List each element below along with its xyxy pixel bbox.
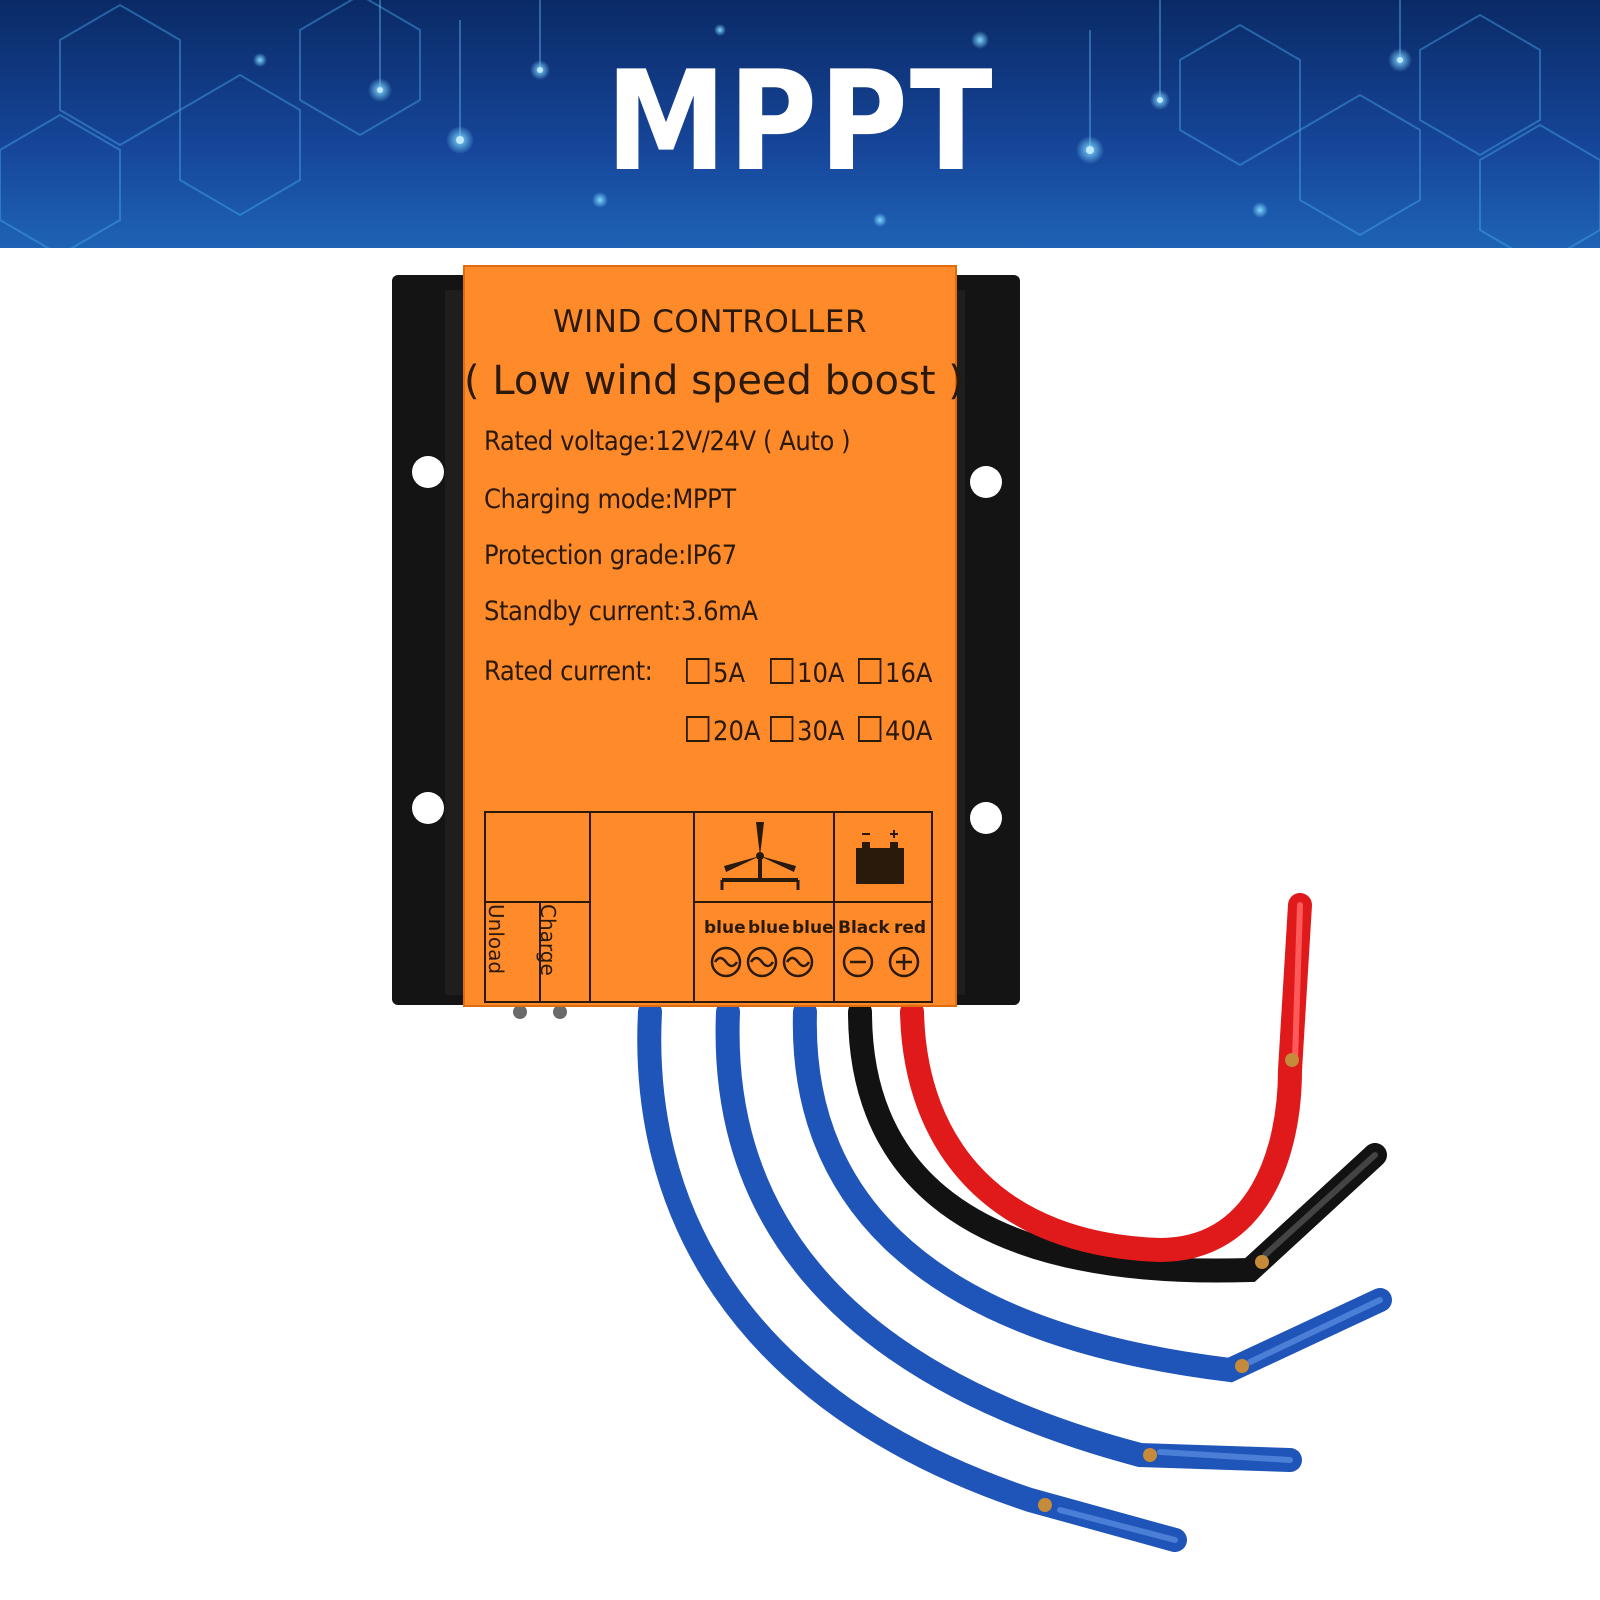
wire-blue-2 — [715, 1000, 1302, 1472]
indicator-charge: Charge — [536, 904, 560, 976]
spec-rated-voltage: Rated voltage:12V/24V ( Auto ) — [484, 426, 851, 457]
banner-title: MPPT — [605, 41, 995, 202]
checkbox-icon — [770, 716, 794, 742]
checkbox-icon — [686, 716, 710, 742]
ac-symbol-icon — [746, 946, 778, 978]
wind-turbine-icon — [720, 822, 800, 890]
rated-current-option: 10A — [770, 658, 845, 689]
plus-terminal-icon — [888, 946, 920, 978]
controller-subtitle: ( Low wind speed boost ) — [464, 358, 964, 404]
wire-label-red: red — [894, 918, 927, 938]
banner: MPPT — [0, 0, 1600, 248]
ac-symbol-icon — [710, 946, 742, 978]
wire-red — [900, 893, 1312, 1263]
wire-blue-3 — [792, 1000, 1392, 1383]
checkbox-icon — [858, 716, 882, 742]
rated-current-option: 30A — [770, 716, 845, 747]
wire-label-blue: blue — [792, 918, 834, 938]
indicator-unload: Unload — [484, 904, 508, 975]
rated-current-option: 40A — [858, 716, 933, 747]
checkbox-icon — [686, 658, 710, 684]
spec-charging-mode: Charging mode:MPPT — [484, 484, 736, 515]
rated-current-option: 16A — [858, 658, 933, 689]
mounting-holes — [412, 456, 1002, 834]
tech-background — [0, 0, 1600, 248]
spec-protection-grade: Protection grade:IP67 — [484, 540, 737, 571]
wire-black — [848, 1000, 1387, 1283]
wire-label-blue: blue — [704, 918, 746, 938]
rated-current-label: Rated current: — [484, 656, 653, 687]
wire-label-black: Black — [838, 918, 890, 938]
rated-current-option: 20A — [686, 716, 761, 747]
controller-label: WIND CONTROLLER ( Low wind speed boost )… — [464, 266, 964, 1006]
rated-current-option: 5A — [686, 658, 745, 689]
ac-symbol-icon — [782, 946, 814, 978]
controller-title: WIND CONTROLLER — [553, 304, 867, 340]
minus-terminal-icon — [842, 946, 874, 978]
wire-blue-1 — [637, 1000, 1187, 1552]
wire-label-blue: blue — [748, 918, 790, 938]
spec-standby-current: Standby current:3.6mA — [484, 596, 758, 627]
checkbox-icon — [858, 658, 882, 684]
checkbox-icon — [770, 658, 794, 684]
battery-icon — [856, 830, 904, 884]
